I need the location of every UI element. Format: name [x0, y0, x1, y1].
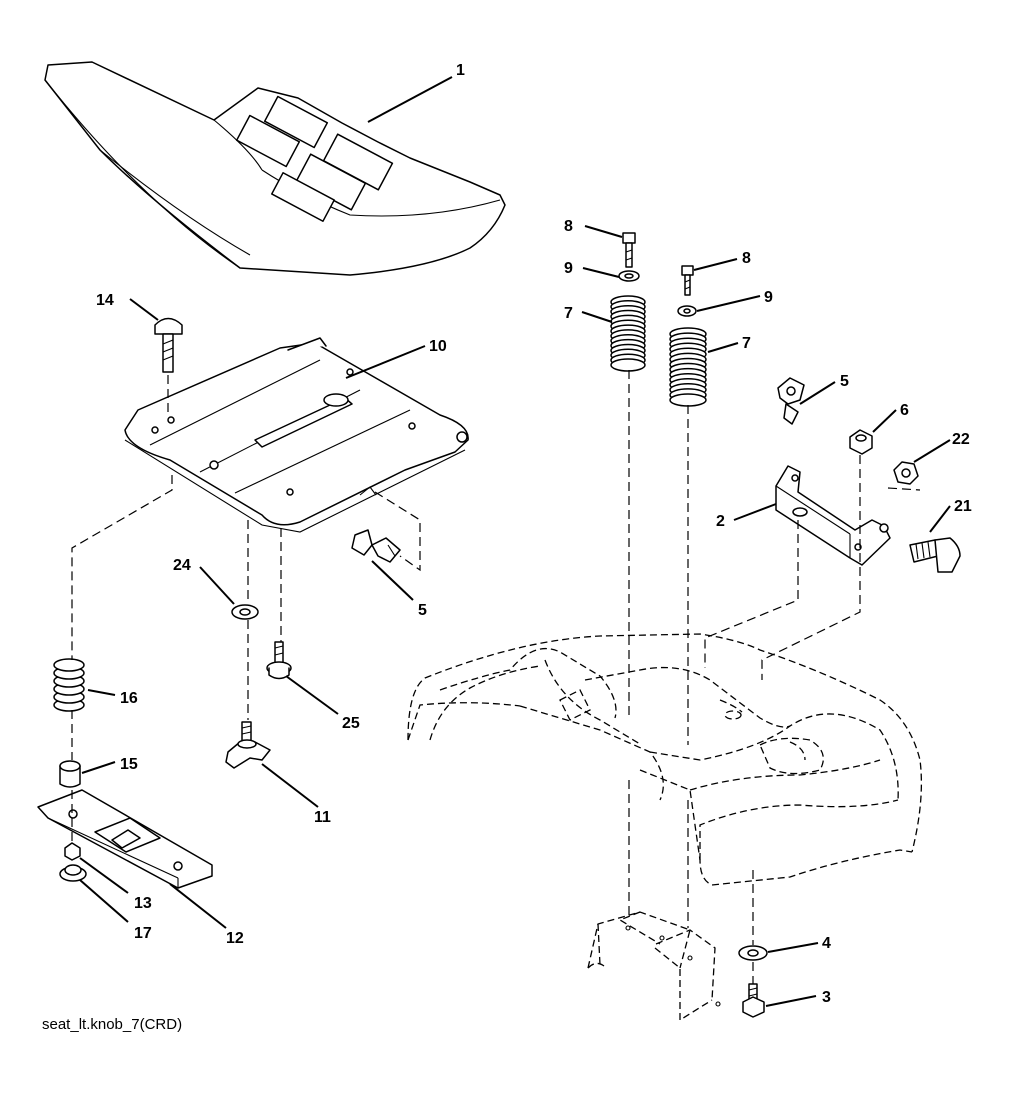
callout-21: 21 [954, 498, 972, 515]
callout-3: 3 [822, 989, 831, 1006]
carriage-bolt-part [154, 317, 183, 373]
seat-clip-part-left [351, 529, 401, 563]
callout-8-left: 8 [564, 218, 573, 235]
callout-25: 25 [342, 715, 360, 732]
callout-7-right: 7 [742, 335, 751, 352]
callout-1: 1 [456, 62, 465, 79]
washer-part-9-left [618, 270, 640, 282]
shoulder-bolt-part-21 [909, 537, 961, 573]
seat-spring-part-7-left [610, 295, 646, 372]
nut-part-6 [849, 429, 873, 455]
callout-5-right: 5 [840, 373, 849, 390]
seat-bracket-part-2 [775, 465, 891, 566]
callout-8-right: 8 [742, 250, 751, 267]
small-spring-part-16 [53, 658, 85, 712]
callout-labels: 1 14 10 24 5 16 25 15 11 13 17 12 8 9 8 … [96, 62, 972, 1006]
callout-9-left: 9 [564, 260, 573, 277]
callout-6: 6 [900, 402, 909, 419]
nut-part-13 [64, 842, 81, 861]
seat-pan-part [124, 337, 469, 533]
spacer-part-15 [59, 760, 81, 788]
assembly-lines [71, 370, 921, 984]
hex-bolt-part-3 [742, 983, 765, 1018]
callout-13: 13 [134, 895, 152, 912]
seat-spring-part-7-right [669, 327, 707, 407]
callout-12: 12 [226, 930, 244, 947]
callout-15: 15 [120, 756, 138, 773]
figure-code: seat_lt.knob_7(CRD) [42, 1016, 183, 1033]
callout-5-left: 5 [418, 602, 427, 619]
callout-14: 14 [96, 292, 114, 309]
callout-16: 16 [120, 690, 138, 707]
callout-22: 22 [952, 431, 970, 448]
washer-part-9-right [677, 305, 697, 317]
bolt-part-8-right [681, 265, 694, 296]
flange-nut-part-17 [59, 864, 87, 882]
washer-part-24 [231, 604, 259, 620]
callout-24: 24 [173, 557, 191, 574]
washer-part-4 [738, 945, 768, 961]
bolt-part-8-left [622, 232, 636, 268]
callout-9-right: 9 [764, 289, 773, 306]
seat-clip-part-right [777, 377, 805, 425]
tractor-fender-outline [407, 633, 923, 886]
callout-7-left: 7 [564, 305, 573, 322]
callout-11: 11 [314, 809, 331, 826]
callout-2: 2 [716, 513, 725, 530]
lower-mount-bracket-outline [587, 911, 721, 1022]
knob-part-11 [225, 721, 271, 769]
leader-lines [79, 76, 951, 1007]
callout-17: 17 [134, 925, 152, 942]
nut-part-22 [893, 461, 919, 485]
bracket-plate-part-12 [37, 789, 213, 889]
screw-part-25 [266, 641, 292, 680]
callout-4: 4 [822, 935, 831, 952]
seat-part [44, 61, 506, 276]
callout-10: 10 [429, 338, 447, 355]
